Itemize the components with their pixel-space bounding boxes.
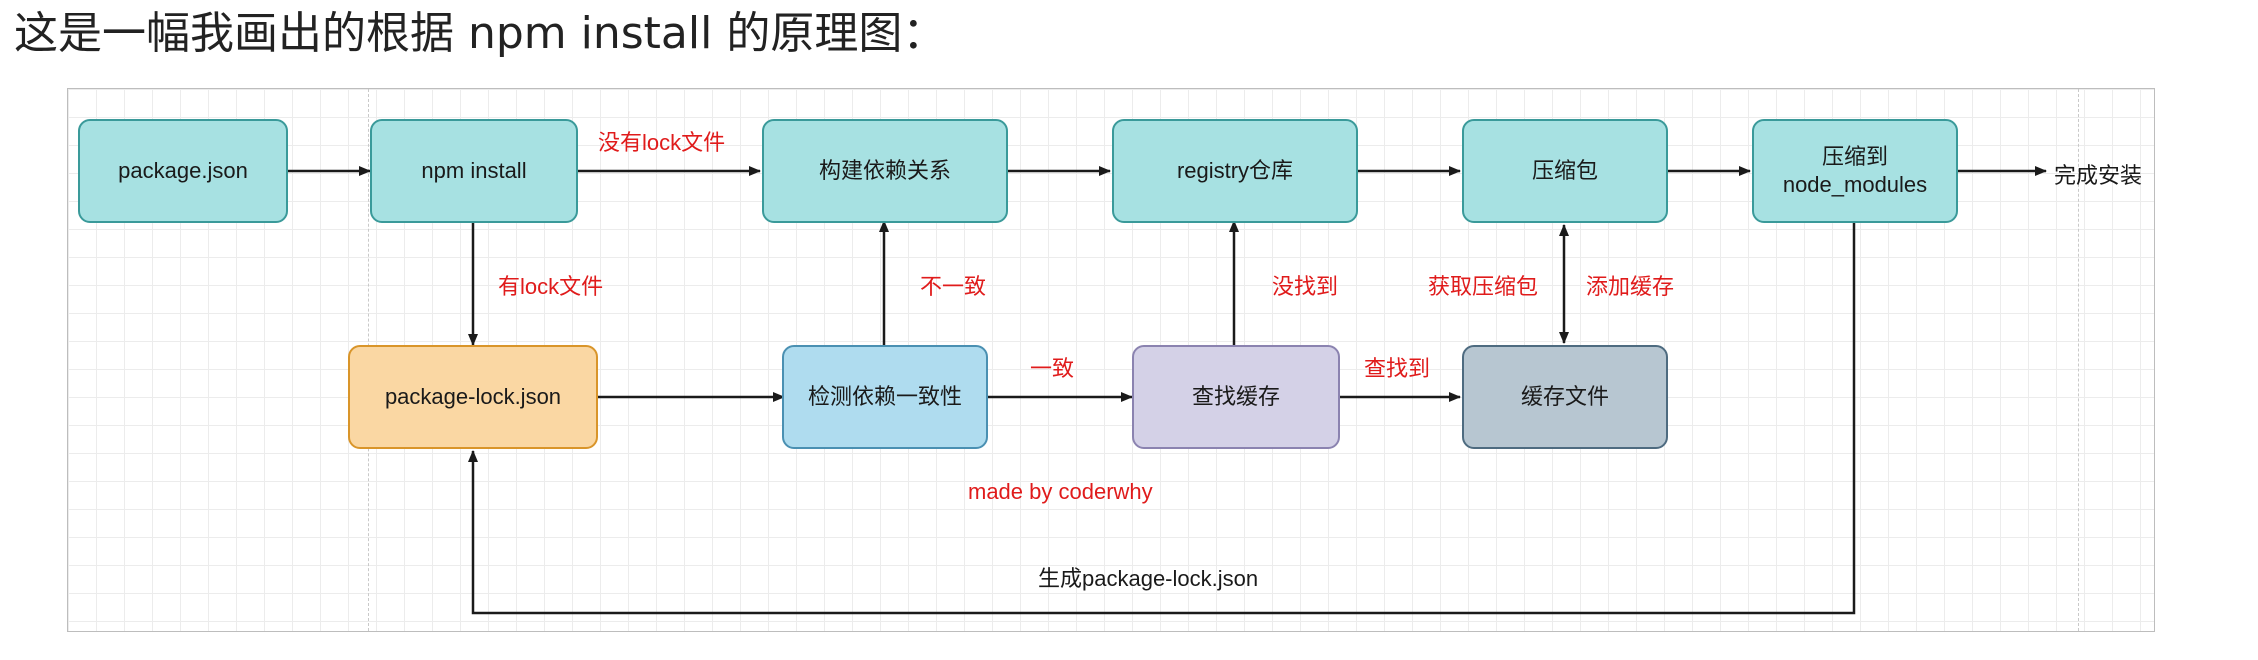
node-node-modules: 压缩到 node_modules	[1752, 119, 1958, 223]
label-found: 查找到	[1364, 356, 1431, 381]
label-consistent: 一致	[1030, 356, 1075, 381]
node-check-consistency: 检测依赖一致性	[782, 345, 988, 449]
label-add-cache: 添加缓存	[1586, 274, 1675, 299]
node-package-json: package.json	[78, 119, 288, 223]
page-heading: 这是一幅我画出的根据 npm install 的原理图：	[14, 8, 947, 59]
label-has-lock: 有lock文件	[498, 274, 604, 299]
label-not-found: 没找到	[1272, 274, 1339, 299]
node-package-lock: package-lock.json	[348, 345, 598, 449]
label-done: 完成安装	[2054, 163, 2143, 188]
node-registry: registry仓库	[1112, 119, 1358, 223]
label-get-package: 获取压缩包	[1428, 274, 1539, 299]
label-inconsistent: 不一致	[920, 274, 987, 299]
arrow-generate-lock-loop	[468, 219, 1856, 615]
label-made-by: made by coderwhy	[968, 479, 1153, 504]
connector-arrows	[288, 166, 2047, 615]
node-node-modules-line1: 压缩到	[1821, 144, 1888, 169]
node-npm-install: npm install	[370, 119, 578, 223]
label-no-lock: 没有lock文件	[598, 130, 726, 155]
node-node-modules-line2: node_modules	[1782, 172, 1928, 197]
node-build-deps: 构建依赖关系	[762, 119, 1008, 223]
label-generate-lock: 生成package-lock.json	[1038, 566, 1259, 591]
node-compress: 压缩包	[1462, 119, 1668, 223]
flowchart-canvas: package.json npm install 构建依赖关系 registry…	[67, 88, 2155, 632]
guide-line-right	[2078, 89, 2079, 631]
node-cache-file: 缓存文件	[1462, 345, 1668, 449]
node-find-cache: 查找缓存	[1132, 345, 1340, 449]
